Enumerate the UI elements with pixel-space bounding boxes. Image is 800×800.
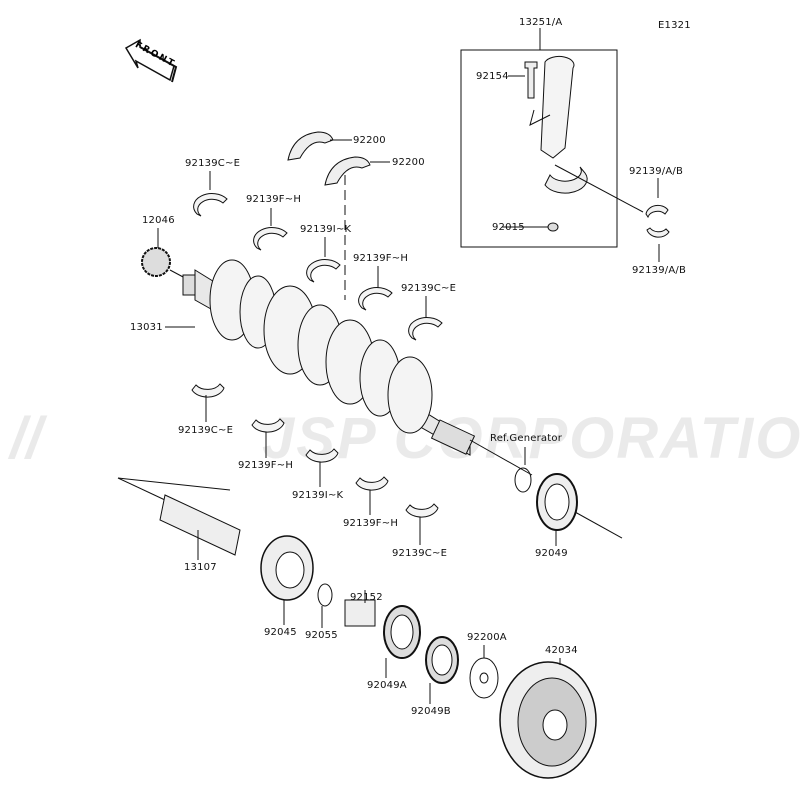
part-label-13031[interactable]: 13031 [130, 322, 163, 333]
front-arrow-icon [124, 38, 178, 83]
part-label-92200a[interactable]: 92200A [467, 632, 507, 643]
ref-generator-label[interactable]: Ref.Generator [490, 433, 563, 444]
part-label-92049[interactable]: 92049 [535, 548, 568, 559]
part-label-92139ce-lower-5[interactable]: 92139C~E [392, 548, 448, 559]
part-label-13251a[interactable]: 13251/A [519, 17, 563, 28]
watermark-logo: // [10, 406, 43, 471]
conrod [540, 55, 575, 159]
crankshaft-13031 [182, 259, 476, 456]
part-label-92139ik-lower-3[interactable]: 92139I~K [292, 490, 344, 501]
watermark: JSP CORPORATION [262, 406, 800, 471]
conrod-nut [547, 222, 559, 232]
part-label-92139fh-lower-4[interactable]: 92139F~H [343, 518, 399, 529]
part-label-92139ce-upper-1[interactable]: 92139C~E [185, 158, 241, 169]
part-label-12046[interactable]: 12046 [142, 215, 175, 226]
part-label-92139ce-lower-1[interactable]: 92139C~E [178, 425, 234, 436]
part-label-92139ab-upper[interactable]: 92139/A/B [629, 166, 684, 177]
part-label-92139ab-lower[interactable]: 92139/A/B [632, 265, 687, 276]
part-label-92049a[interactable]: 92049A [367, 680, 407, 691]
part-label-92139ik-upper-3[interactable]: 92139I~K [300, 224, 352, 235]
part-label-92015[interactable]: 92015 [492, 222, 525, 233]
part-label-92152[interactable]: 92152 [350, 592, 383, 603]
conrod-cap [544, 166, 588, 194]
part-label-92045[interactable]: 92045 [264, 627, 297, 638]
part-label-92055[interactable]: 92055 [305, 630, 338, 641]
part-label-92139fh-upper-4[interactable]: 92139F~H [353, 253, 409, 264]
conrod-bolt [524, 61, 538, 99]
gear-12046 [141, 247, 171, 277]
part-label-42034[interactable]: 42034 [545, 645, 578, 656]
diagram-code: E1321 [658, 20, 691, 31]
part-label-92200-1[interactable]: 92200 [353, 135, 386, 146]
part-label-92154[interactable]: 92154 [476, 71, 509, 82]
part-label-92139fh-upper-2[interactable]: 92139F~H [246, 194, 302, 205]
part-label-92049b[interactable]: 92049B [411, 706, 451, 717]
conrod-kit-box [460, 49, 618, 248]
part-label-92139ce-upper-5[interactable]: 92139C~E [401, 283, 457, 294]
part-label-92200-2[interactable]: 92200 [392, 157, 425, 168]
part-label-92139fh-lower-2[interactable]: 92139F~H [238, 460, 294, 471]
part-label-13107[interactable]: 13107 [184, 562, 217, 573]
